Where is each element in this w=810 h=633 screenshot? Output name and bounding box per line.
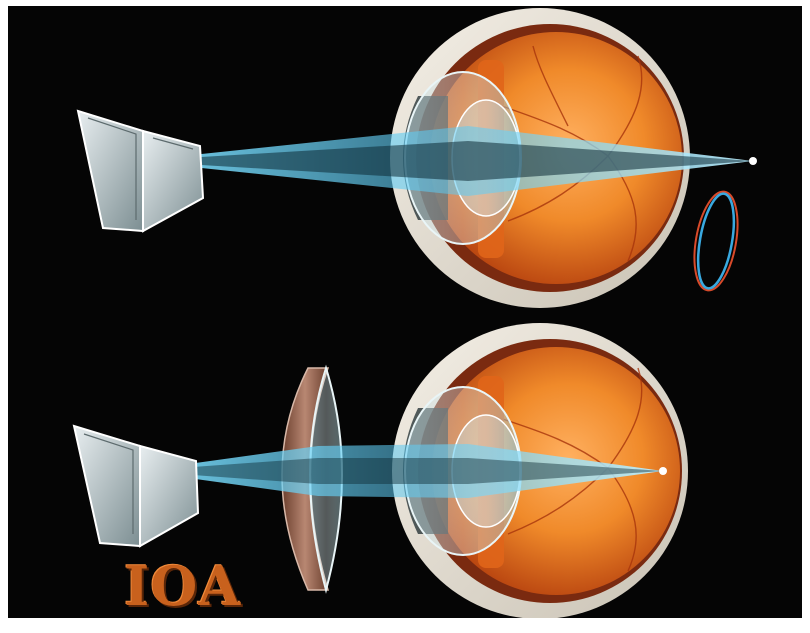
- bottom-book-icon: [74, 426, 198, 546]
- top-focal-point: [749, 157, 757, 165]
- illustration-frame: IOA: [8, 6, 802, 618]
- lens-shape-comparison-icon: [688, 188, 745, 293]
- ioa-logo: IOA: [124, 559, 241, 613]
- top-book-icon: [78, 111, 203, 231]
- hyperopia-diagram: [8, 6, 802, 618]
- bottom-focal-point: [659, 467, 667, 475]
